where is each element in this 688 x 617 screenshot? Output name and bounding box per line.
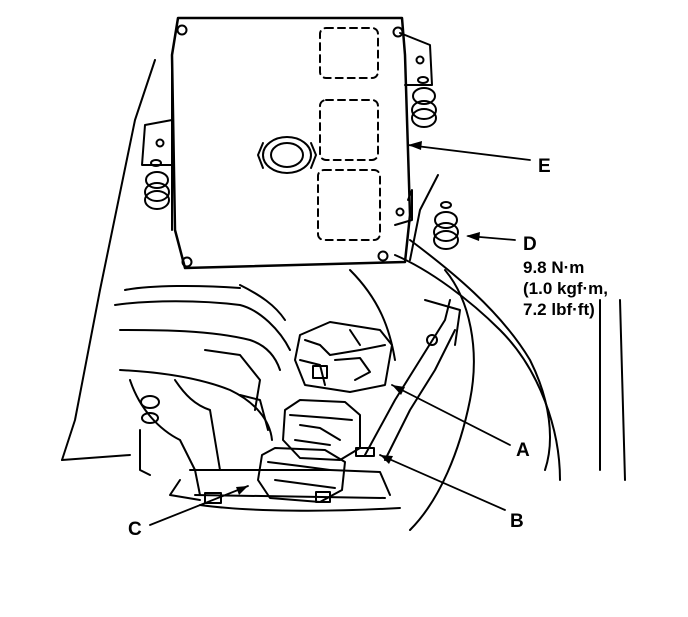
leader-lines bbox=[149, 144, 531, 526]
engine-structure bbox=[114, 284, 401, 512]
ecm-housing bbox=[141, 16, 433, 270]
torque-line-2: (1.0 kgf·m, bbox=[523, 279, 608, 298]
label-d: D bbox=[523, 234, 537, 255]
leader-e bbox=[407, 144, 531, 161]
vehicle-body-lines bbox=[61, 59, 626, 531]
connector-a bbox=[294, 321, 393, 393]
harness-bracket bbox=[364, 299, 461, 461]
leader-c bbox=[149, 485, 249, 526]
connector-c bbox=[204, 447, 346, 504]
bolt-d bbox=[433, 201, 459, 250]
leader-b bbox=[379, 454, 506, 511]
leader-a bbox=[391, 384, 511, 446]
bolt-upper-right bbox=[411, 76, 437, 128]
bolt-left bbox=[144, 159, 170, 210]
torque-line-3: 7.2 lbf·ft) bbox=[523, 300, 595, 319]
label-b: B bbox=[510, 511, 524, 532]
label-c: C bbox=[128, 519, 142, 540]
torque-line-1: 9.8 N·m bbox=[523, 258, 584, 277]
arrowheads bbox=[236, 141, 480, 495]
label-a: A bbox=[516, 440, 530, 461]
label-e: E bbox=[538, 156, 551, 177]
